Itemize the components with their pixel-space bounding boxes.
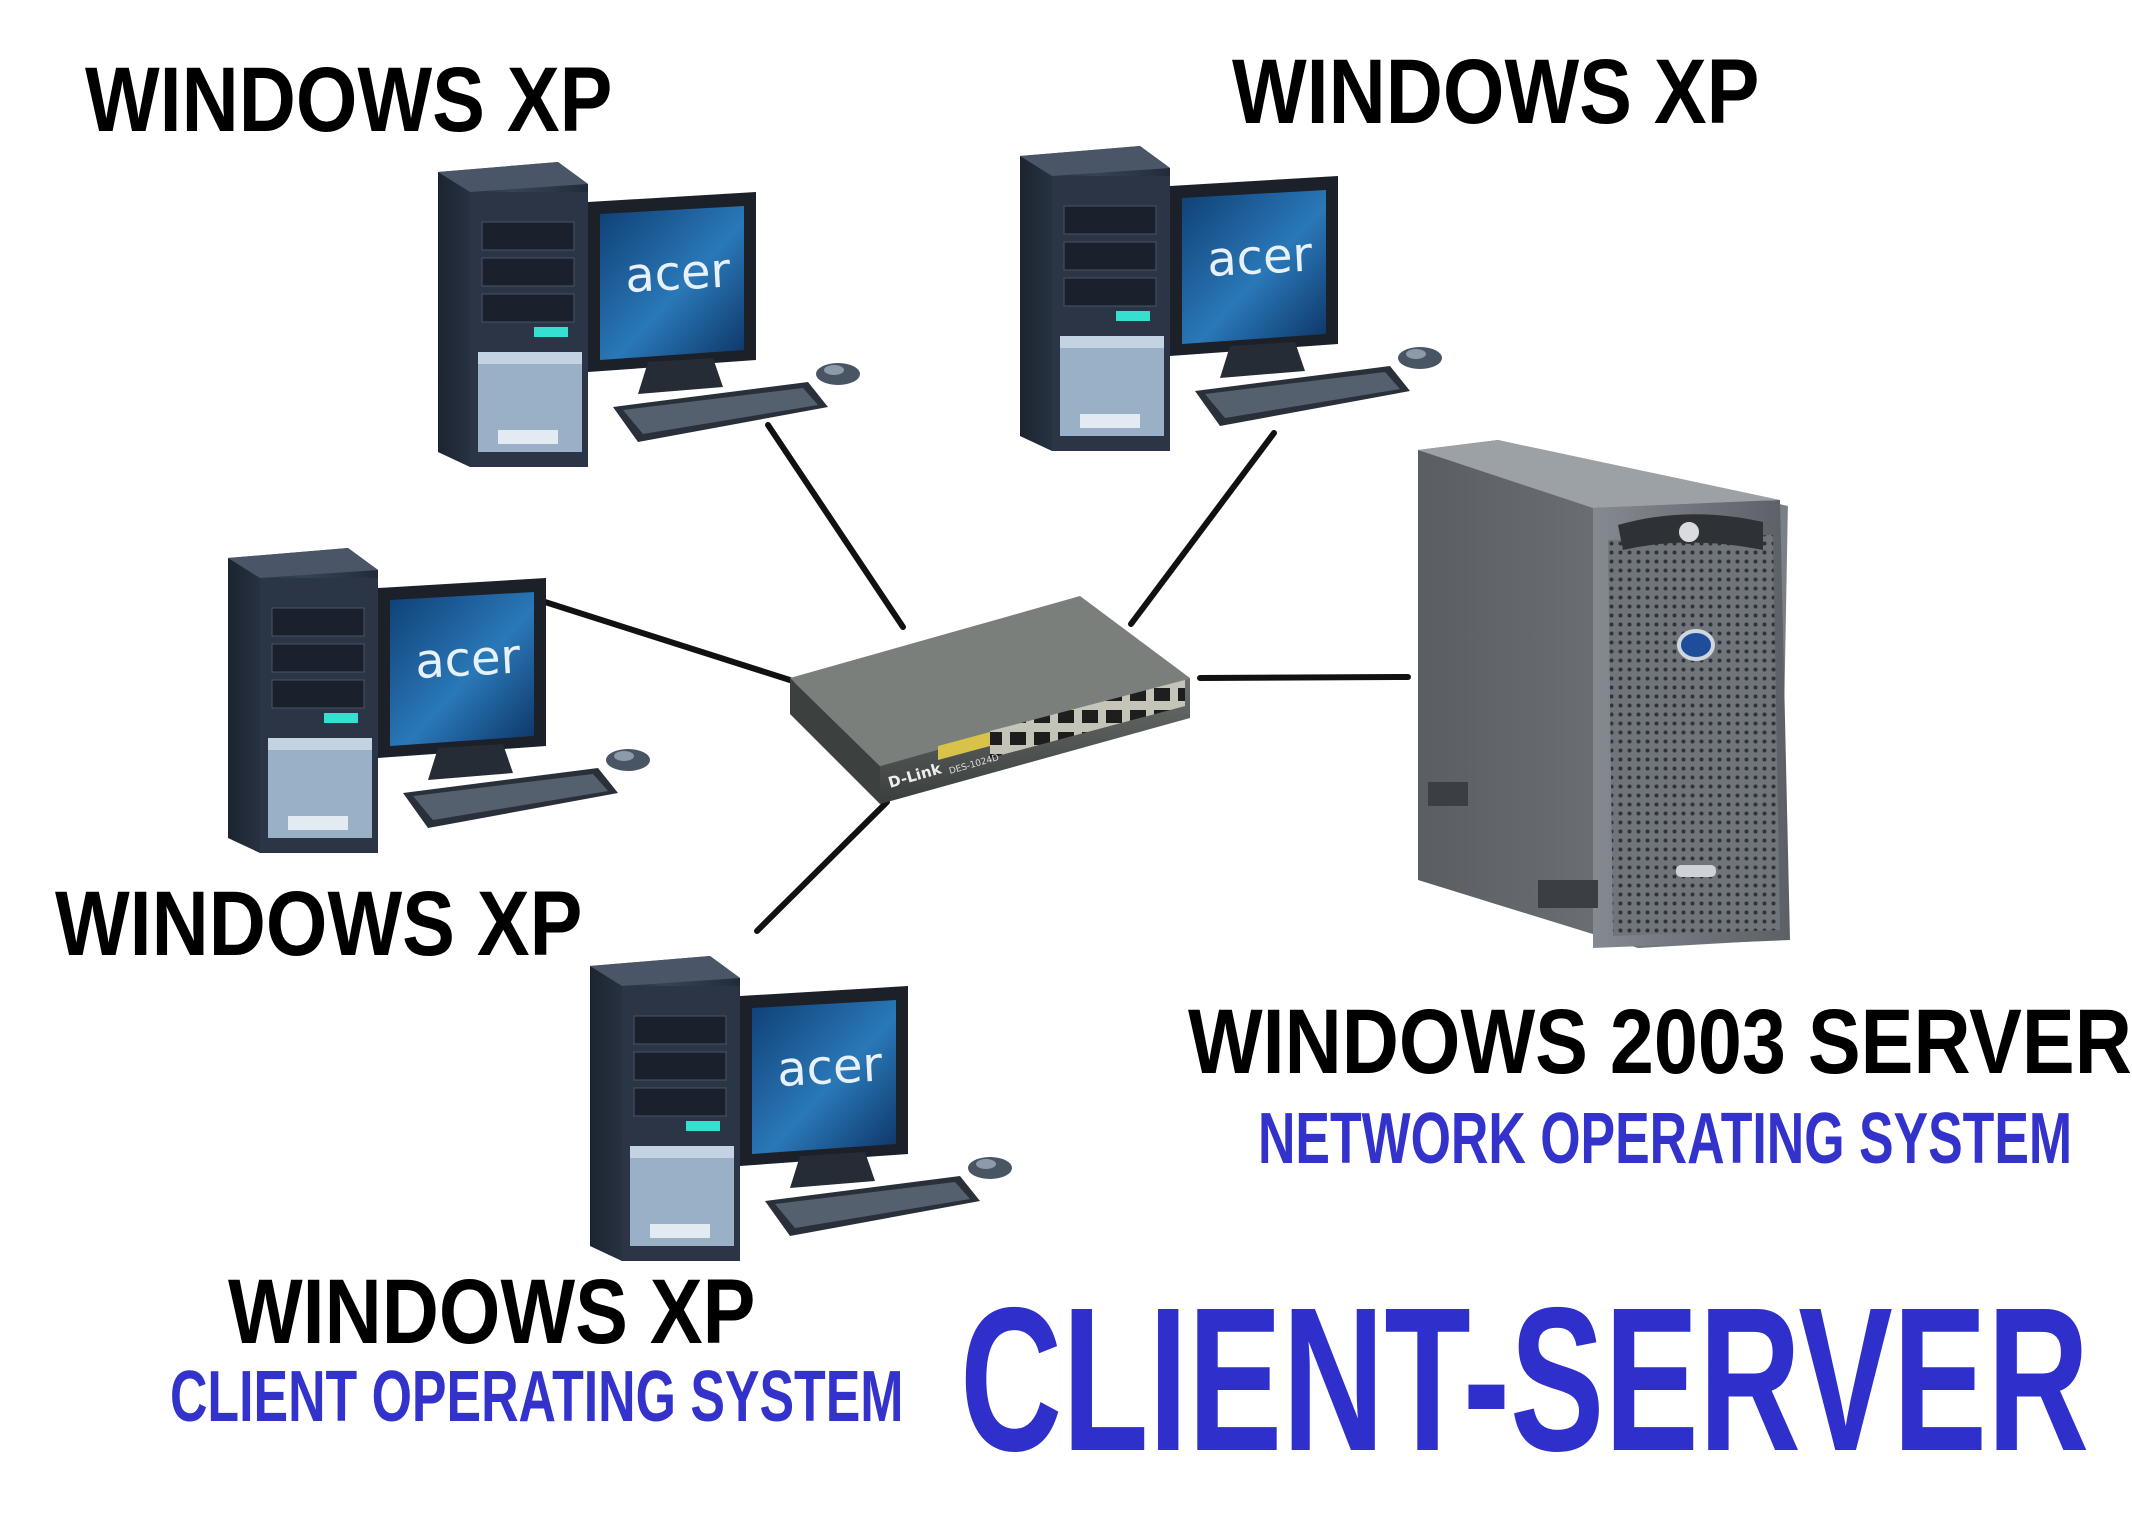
link-pc-top-right bbox=[1128, 430, 1277, 627]
pc-mid-left-os-label: WINDOWS XP bbox=[55, 873, 583, 975]
main-title: CLIENT-SERVER bbox=[960, 1265, 2090, 1494]
pc-bottom-computer-icon: acer bbox=[589, 955, 1013, 1262]
server-os-subtitle: NETWORK OPERATING SYSTEM bbox=[1258, 1099, 2073, 1179]
link-pc-bottom bbox=[754, 799, 890, 934]
network-diagram: acer acer acer acer D-Link DES-1024D bbox=[227, 145, 1790, 1262]
server-tower-icon bbox=[1418, 440, 1790, 948]
pc-mid-left-monitor-brand: acer bbox=[414, 629, 522, 690]
connection-lines bbox=[542, 422, 1411, 934]
network-switch-icon: D-Link DES-1024D bbox=[790, 596, 1190, 804]
link-pc-mid-left bbox=[542, 599, 796, 684]
link-server bbox=[1197, 674, 1411, 681]
pc-top-left-monitor-brand: acer bbox=[624, 243, 732, 304]
pc-bottom-monitor-brand: acer bbox=[776, 1037, 884, 1098]
server-os-label: WINDOWS 2003 SERVER bbox=[1188, 991, 2132, 1093]
pc-top-left-computer-icon: acer bbox=[437, 161, 861, 468]
pc-top-right-computer-icon: acer bbox=[1019, 145, 1443, 452]
pc-top-left-os-label: WINDOWS XP bbox=[85, 49, 613, 151]
pc-bottom-os-label: WINDOWS XP bbox=[228, 1261, 756, 1363]
pc-top-right-monitor-brand: acer bbox=[1206, 227, 1314, 288]
client-os-subtitle: CLIENT OPERATING SYSTEM bbox=[170, 1357, 904, 1437]
link-pc-top-left bbox=[765, 422, 906, 630]
pc-top-right-os-label: WINDOWS XP bbox=[1232, 41, 1760, 143]
pc-mid-left-computer-icon: acer bbox=[227, 547, 651, 854]
